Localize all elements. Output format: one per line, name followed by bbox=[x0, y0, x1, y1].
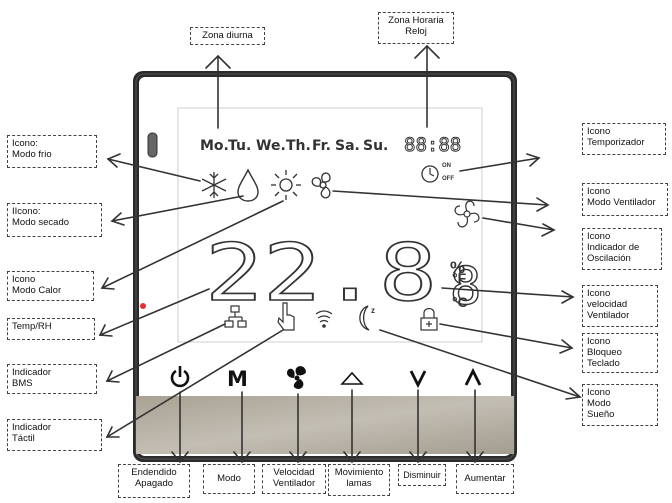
wifi-icon bbox=[315, 310, 333, 328]
swing-button[interactable] bbox=[340, 371, 364, 385]
label-velocidad-ventilador: Velocidad Ventilador bbox=[262, 464, 326, 494]
label-indicador-tactil: Indicador Táctil bbox=[7, 419, 102, 451]
touch-hand-icon bbox=[277, 302, 295, 331]
label-icono-modo-sueno: Icono Modo Sueño bbox=[582, 384, 658, 426]
unit-percent: % bbox=[450, 258, 465, 277]
day-sa: Sa. bbox=[335, 138, 360, 154]
label-modo: Modo bbox=[203, 464, 255, 494]
power-button[interactable] bbox=[170, 366, 190, 388]
timer-icon bbox=[421, 165, 439, 183]
label-zona-horaria-reloj: Zona Horaria Reloj bbox=[378, 12, 454, 44]
status-led bbox=[140, 303, 146, 309]
up-button[interactable] bbox=[464, 367, 482, 386]
label-icono-modo-ventilador: Icono Modo Ventilador bbox=[582, 183, 668, 216]
timer-on-label: ON bbox=[442, 163, 451, 169]
day-su: Su. bbox=[363, 138, 388, 154]
button-strip bbox=[136, 396, 514, 454]
sleep-z-icon: z bbox=[371, 306, 375, 315]
label-icono-bloqueo-teclado: Icono Bloqueo Teclado bbox=[582, 333, 658, 373]
snowflake-icon bbox=[201, 172, 227, 198]
mode-button[interactable]: M bbox=[227, 367, 248, 391]
label-encendido-apagado: Endendido Apagado bbox=[118, 464, 190, 498]
sleep-moon-icon bbox=[359, 305, 370, 331]
label-movimiento-lamas: Movimiento lamas bbox=[328, 464, 390, 496]
day-we: We. bbox=[256, 138, 286, 154]
fan-speed-button[interactable] bbox=[287, 366, 306, 389]
label-icono-velocidad-ventilador: Icono velocidad Ventilador bbox=[582, 285, 658, 327]
lock-icon bbox=[420, 307, 438, 331]
day-fr: Fr. bbox=[312, 138, 331, 154]
clock-digits: 88:88 bbox=[404, 134, 461, 156]
label-temp-rh: Temp/RH bbox=[7, 318, 95, 340]
label-indicador-bms: Indicador BMS bbox=[7, 364, 97, 394]
day-tu: Tu. bbox=[228, 138, 251, 154]
label-modo-frio: Icono: Modo frio bbox=[7, 135, 97, 168]
label-icono-oscilacion: Icono Indicador de Oscilación bbox=[582, 228, 662, 270]
day-mo: Mo. bbox=[200, 138, 229, 154]
timer-off-label: OFF bbox=[442, 176, 454, 182]
main-temperature-digits: 22.8 bbox=[205, 229, 437, 319]
day-th: Th. bbox=[286, 138, 311, 154]
label-disminuir: Disminuir bbox=[398, 464, 446, 486]
sun-icon bbox=[271, 170, 301, 200]
down-button[interactable] bbox=[409, 370, 427, 389]
fan-mode-icon bbox=[311, 172, 331, 199]
drop-icon bbox=[237, 168, 259, 202]
label-aumentar: Aumentar bbox=[456, 464, 514, 494]
unit-celsius: °C bbox=[452, 294, 468, 310]
label-icono-temporizador: Icono Temporizador bbox=[582, 123, 666, 155]
swing-icon bbox=[454, 200, 480, 228]
unit-fahrenheit: °F bbox=[452, 270, 467, 286]
label-zona-diurna: Zona diurna bbox=[190, 27, 265, 45]
label-modo-calor: Icono Modo Calor bbox=[7, 271, 94, 301]
lcd-window bbox=[177, 107, 483, 343]
sensor-slot bbox=[147, 132, 158, 158]
callout-arrows bbox=[98, 44, 582, 464]
fan-speed-digit: 8 bbox=[450, 257, 481, 317]
label-modo-secado: IIcono: Modo secado bbox=[7, 203, 102, 237]
